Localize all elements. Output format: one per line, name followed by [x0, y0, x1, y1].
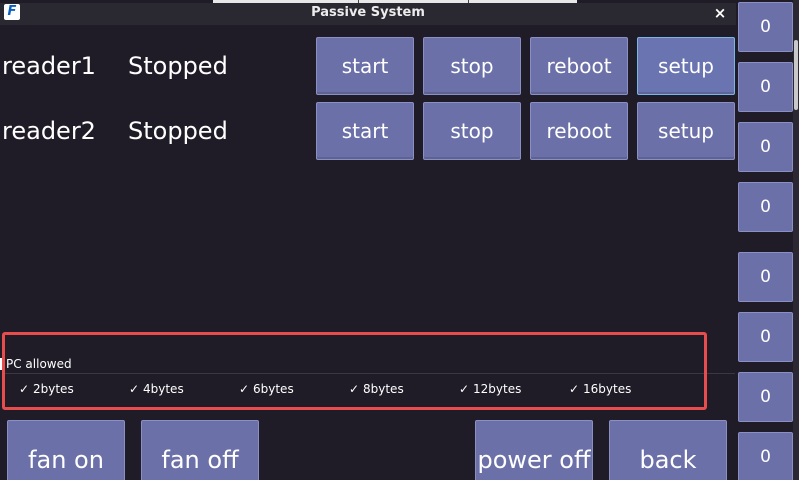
option-8bytes[interactable]: ✓8bytes: [349, 380, 404, 398]
reader1-start-button[interactable]: start: [316, 37, 414, 95]
reader2-setup-button[interactable]: setup: [637, 102, 735, 160]
checkmark-icon: ✓: [129, 382, 140, 396]
pc-allowed-label: PC allowed: [0, 356, 72, 372]
reader1-stop-button[interactable]: stop: [423, 37, 521, 95]
checkmark-icon: ✓: [239, 382, 250, 396]
counter-column: 0 0 0 0 0 0 0 0: [736, 0, 799, 480]
fan-off-button[interactable]: fan off: [141, 420, 259, 480]
checkmark-icon: ✓: [459, 382, 470, 396]
pc-allowed-text: PC allowed: [6, 357, 72, 371]
reader2-reboot-button[interactable]: reboot: [530, 102, 628, 160]
fan-on-button[interactable]: fan on: [7, 420, 125, 480]
group-edge-mark: [0, 358, 2, 370]
counter-5[interactable]: 0: [738, 252, 793, 302]
checkmark-icon: ✓: [569, 382, 580, 396]
reader2-start-button[interactable]: start: [316, 102, 414, 160]
counter-3[interactable]: 0: [738, 122, 793, 172]
counter-2[interactable]: 0: [738, 62, 793, 112]
counter-6[interactable]: 0: [738, 312, 793, 362]
option-4bytes[interactable]: ✓4bytes: [129, 380, 184, 398]
option-16bytes[interactable]: ✓16bytes: [569, 380, 631, 398]
checkmark-icon: ✓: [349, 382, 360, 396]
pc-allowed-highlight-box: [2, 332, 707, 410]
window-title: Passive System: [311, 5, 425, 20]
option-label: 6bytes: [253, 382, 294, 396]
scrollbar-track[interactable]: [793, 0, 799, 480]
option-label: 12bytes: [473, 382, 522, 396]
close-icon[interactable]: ×: [713, 4, 727, 22]
pc-group-divider: [5, 373, 735, 374]
scrollbar-thumb[interactable]: [794, 40, 798, 110]
counter-1[interactable]: 0: [738, 2, 793, 52]
option-6bytes[interactable]: ✓6bytes: [239, 380, 294, 398]
option-label: 16bytes: [583, 382, 632, 396]
title-bar: F Passive System ×: [0, 3, 736, 25]
reader1-reboot-button[interactable]: reboot: [530, 37, 628, 95]
top-strip-divider: [468, 0, 469, 3]
option-2bytes[interactable]: ✓2bytes: [19, 380, 74, 398]
app-logo-icon: F: [4, 4, 20, 20]
reader2-name: reader2: [2, 117, 96, 145]
checkmark-icon: ✓: [19, 382, 30, 396]
option-label: 2bytes: [33, 382, 74, 396]
reader2-status: Stopped: [128, 117, 228, 145]
reader1-name: reader1: [2, 52, 96, 80]
reader1-status: Stopped: [128, 52, 228, 80]
reader2-stop-button[interactable]: stop: [423, 102, 521, 160]
counter-7[interactable]: 0: [738, 372, 793, 422]
power-off-button[interactable]: power off: [475, 420, 593, 480]
option-label: 8bytes: [363, 382, 404, 396]
back-button[interactable]: back: [609, 420, 727, 480]
option-12bytes[interactable]: ✓12bytes: [459, 380, 521, 398]
top-strip-divider: [358, 0, 359, 3]
reader1-setup-button[interactable]: setup: [637, 37, 735, 95]
counter-8[interactable]: 0: [738, 432, 793, 480]
top-strip: [213, 0, 577, 3]
option-label: 4bytes: [143, 382, 184, 396]
counter-4[interactable]: 0: [738, 182, 793, 232]
